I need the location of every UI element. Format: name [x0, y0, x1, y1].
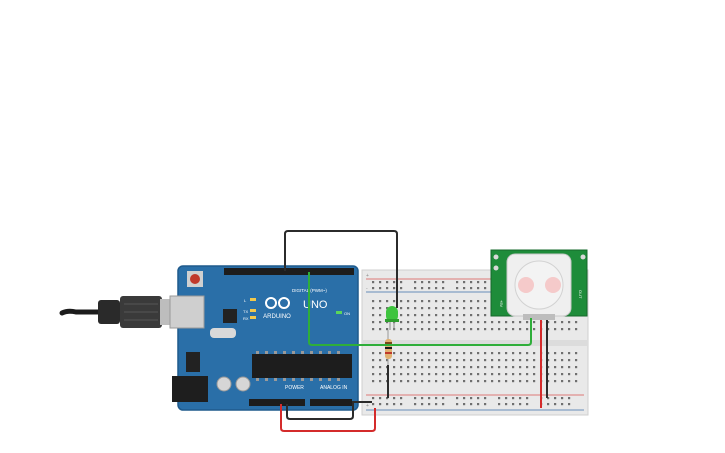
arduino-model: UNO	[303, 299, 328, 311]
tx-label: TX	[243, 309, 248, 314]
atmega-chip	[252, 354, 352, 378]
arduino-logo-text: ARDUINO	[263, 314, 291, 320]
pir-dome	[514, 260, 564, 310]
wire-gnd-to-rail	[286, 401, 372, 420]
green-led[interactable]	[385, 306, 399, 330]
rail-plus-top: +	[366, 273, 369, 279]
l-label: L	[244, 298, 247, 303]
rail-minus-top: -	[366, 286, 368, 292]
analog-label: ANALOG IN	[320, 385, 348, 391]
arduino-board[interactable]: ARDUINO UNO DIGITAL (PWM~) POWER ANALOG …	[169, 265, 359, 411]
resistor[interactable]	[385, 330, 392, 365]
pir-sensor[interactable]: OUT +5V	[490, 249, 588, 320]
arduino-logo-icon	[265, 297, 290, 309]
usb-cable[interactable]	[59, 296, 170, 328]
wires[interactable]	[280, 230, 548, 432]
rail-plus-bottom: +	[366, 403, 369, 409]
rx-label: RX	[243, 316, 249, 321]
digital-header[interactable]	[224, 268, 354, 275]
wire-signal-to-pir	[308, 272, 532, 346]
reset-button[interactable]	[190, 274, 200, 284]
analog-header[interactable]	[310, 399, 352, 406]
power-header[interactable]	[249, 399, 305, 406]
pir-label-out: OUT	[578, 290, 583, 299]
wire-5v-to-rail	[280, 404, 376, 432]
power-label: POWER	[285, 385, 304, 391]
pir-label-vcc: +5V	[499, 300, 504, 308]
wire-gnd-to-led	[284, 230, 398, 308]
on-label: ON	[344, 311, 350, 316]
